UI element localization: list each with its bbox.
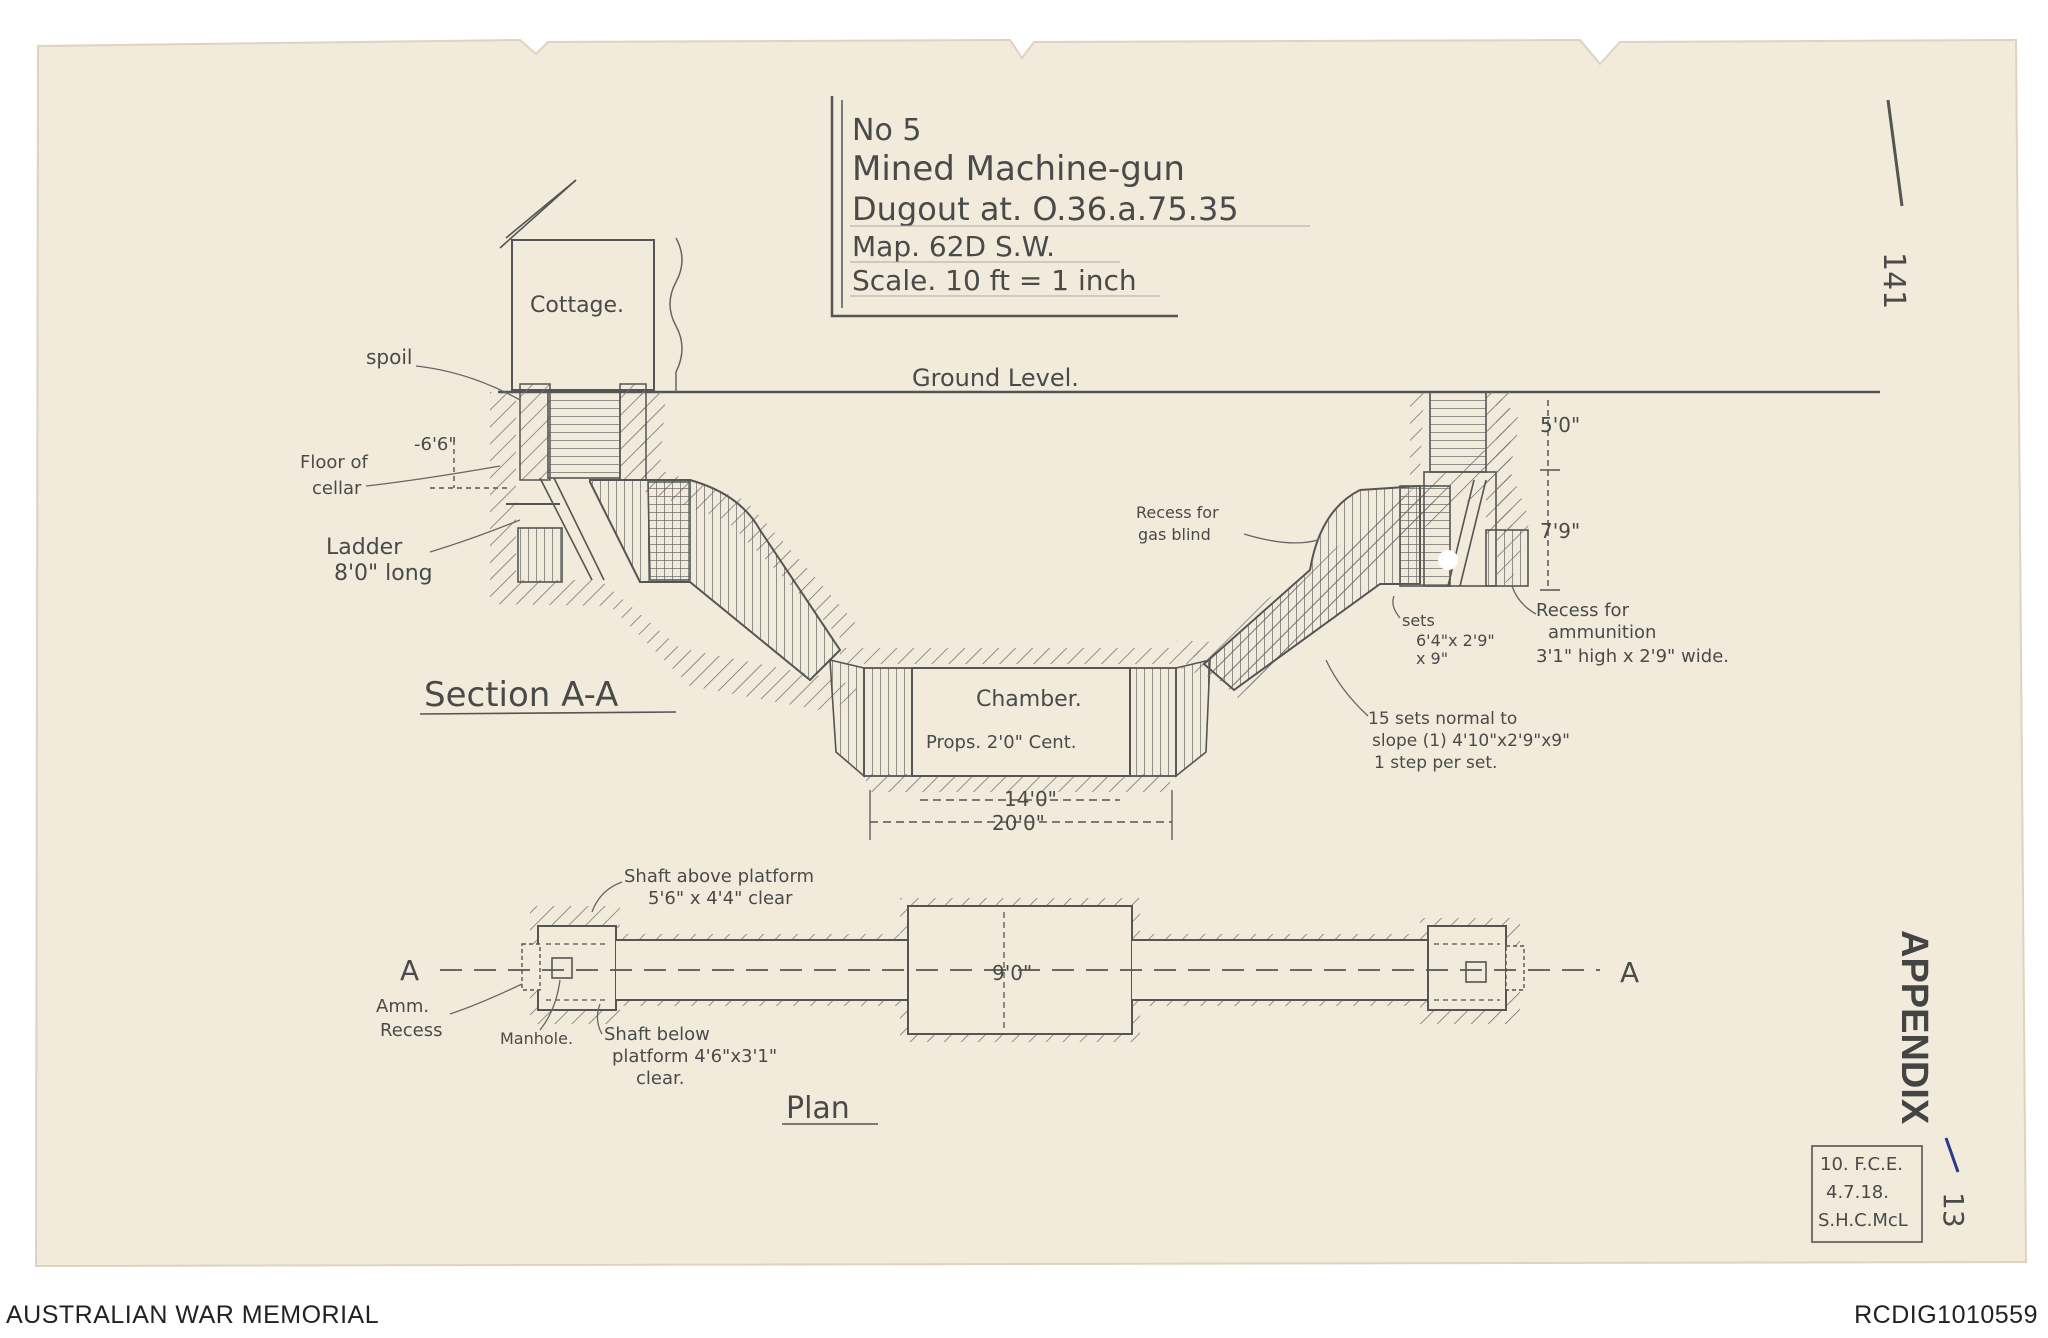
chamber: [911, 667, 1131, 777]
appendix-stamp: APPENDIX: [1893, 930, 1935, 1125]
chamber-hatch: [840, 648, 1200, 792]
stamp-side-number: 13: [1937, 1192, 1970, 1228]
stamp-line2: 4.7.18.: [1826, 1182, 1889, 1203]
title-line2: Dugout at. O.36.a.75.35: [852, 190, 1239, 228]
dim-5-0: 5'0": [1540, 413, 1580, 437]
approval-stamp: 10. F.C.E. 4.7.18. S.H.C.McL: [1811, 1145, 1923, 1243]
right-shaft-stairs: [1429, 391, 1487, 473]
recess-gas-2: gas blind: [1138, 525, 1211, 544]
section-marker-right: A: [1620, 956, 1639, 989]
sets-normal-2: slope (1) 4'10"x2'9"x9": [1372, 731, 1570, 751]
cottage-label: Cottage.: [530, 293, 624, 318]
plan-drawing: A A 9'0" Shaft above platform 5'6" x 4'4…: [376, 866, 1639, 1126]
title-line3: Map. 62D S.W.: [852, 230, 1055, 263]
left-recess: [517, 527, 563, 583]
recess-ammo-2: ammunition: [1548, 622, 1656, 643]
section-marker-left: A: [400, 954, 419, 987]
sets-label-1: sets: [1402, 611, 1435, 630]
section-label: Section A-A: [424, 675, 618, 715]
amm-recess-1: Amm.: [376, 996, 429, 1017]
plan-passage-right: [1132, 940, 1428, 1000]
recess-gas-1: Recess for: [1136, 503, 1219, 522]
ladder-label-2: 8'0" long: [334, 561, 433, 586]
sets-label-2: 6'4"x 2'9": [1416, 631, 1495, 650]
floor-of-cellar-2: cellar: [312, 478, 362, 499]
footer-left: AUSTRALIAN WAR MEMORIAL: [6, 1301, 380, 1329]
stamp-line1: 10. F.C.E.: [1820, 1154, 1903, 1175]
props-label: Props. 2'0" Cent.: [926, 732, 1077, 753]
plan-width: 9'0": [992, 961, 1032, 985]
title-number: No 5: [852, 113, 921, 148]
floor-of-cellar-1: Floor of: [300, 452, 369, 473]
footer-right: RCDIG1010559: [1854, 1301, 2038, 1329]
sets-normal-1: 15 sets normal to: [1368, 709, 1517, 729]
ground-level-label: Ground Level.: [912, 364, 1079, 392]
plan-left-recess: [521, 943, 541, 991]
title-line1: Mined Machine-gun: [852, 149, 1185, 189]
shaft-above-1: Shaft above platform: [624, 866, 814, 887]
shaft-below-3: clear.: [636, 1068, 684, 1089]
title-block: No 5 Mined Machine-gun Dugout at. O.36.a…: [830, 96, 1310, 318]
dim-14-0: 14'0": [1004, 787, 1057, 811]
chamber-label: Chamber.: [976, 687, 1082, 712]
page-number: 141: [1876, 252, 1911, 309]
sets-label-3: x 9": [1416, 649, 1448, 668]
dim-7-9: 7'9": [1540, 519, 1580, 543]
cottage: [511, 239, 655, 391]
dim-20-0: 20'0": [992, 811, 1045, 835]
left-shaft-stairs: [547, 391, 621, 479]
plan-label: Plan: [786, 1091, 850, 1126]
margin-notes: 141 APPENDIX 10. F.C.E. 4.7.18. S.H.C.Mc…: [1811, 99, 1970, 1243]
left-shaft-spoil: [519, 383, 551, 481]
shaft-below-2: platform 4'6"x3'1": [612, 1046, 777, 1067]
depth-6-6: -6'6": [414, 434, 457, 455]
left-earth-hatch: [490, 392, 860, 712]
ladder-label-1: Ladder: [326, 535, 403, 560]
amm-recess-2: Recess: [380, 1020, 443, 1041]
spoil-label: spoil: [366, 345, 412, 369]
plan-manhole: [551, 957, 573, 979]
plan-right-shaft: [1427, 925, 1507, 1011]
stamp-line3: S.H.C.McL: [1818, 1210, 1908, 1231]
recess-ammo-1: Recess for: [1536, 600, 1630, 621]
shaft-below-1: Shaft below: [604, 1024, 710, 1045]
sets-normal-3: 1 step per set.: [1374, 753, 1497, 773]
chamber-ends-left: [863, 667, 913, 777]
shaft-above-2: 5'6" x 4'4" clear: [648, 888, 793, 909]
title-line4: Scale. 10 ft = 1 inch: [852, 264, 1137, 297]
plan-left-shaft: [537, 925, 617, 1011]
chamber-ends-right: [1129, 667, 1177, 777]
recess-ammo-3: 3'1" high x 2'9" wide.: [1536, 646, 1729, 667]
manhole-label: Manhole.: [500, 1029, 573, 1048]
section-drawing: Ground Level. Cottage. Chamber. Props. 2…: [300, 179, 1880, 840]
